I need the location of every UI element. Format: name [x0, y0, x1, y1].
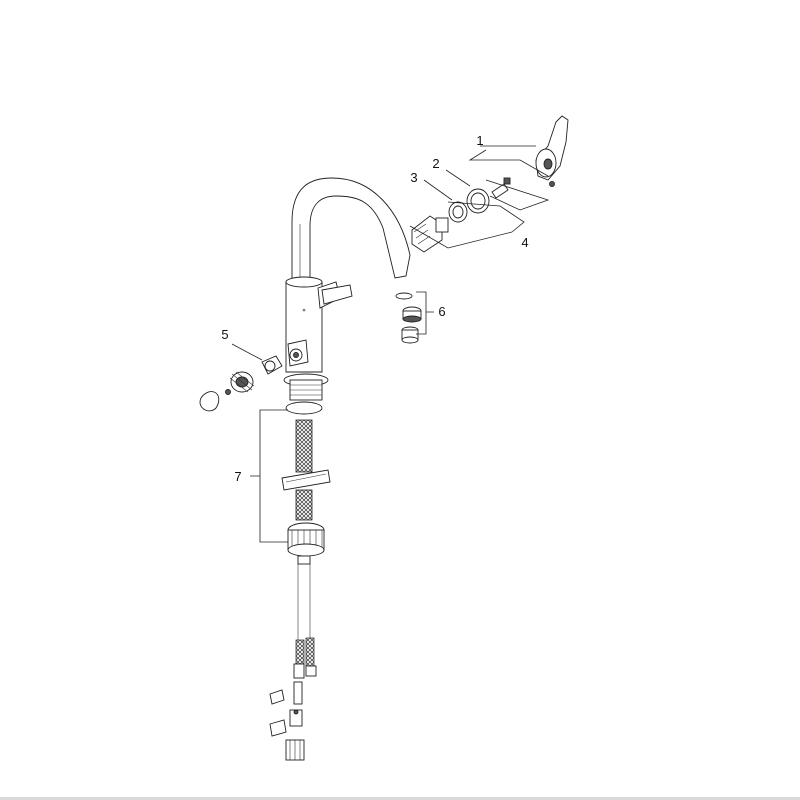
callout-1: 1	[476, 133, 483, 148]
spout	[291, 177, 411, 283]
bonnet-nut	[448, 201, 468, 223]
leader-3	[423, 179, 453, 201]
leader-5	[231, 343, 263, 361]
cartridge	[411, 215, 449, 253]
callout-4: 4	[521, 235, 528, 250]
bottom-divider	[0, 797, 800, 800]
callout-2: 2	[432, 156, 439, 171]
callout-7: 7	[234, 469, 241, 484]
side-valve	[225, 355, 283, 395]
callout-3: 3	[410, 170, 417, 185]
supply-hose	[281, 419, 331, 679]
lever-handle	[535, 115, 569, 187]
bottom-fittings	[269, 681, 305, 761]
set-screw	[491, 177, 511, 199]
leader-7	[250, 409, 288, 543]
aerator	[395, 292, 422, 344]
cap-disc	[199, 391, 220, 412]
leader-4	[409, 201, 525, 249]
escutcheon-ring	[466, 188, 490, 214]
leader-1	[468, 145, 550, 211]
callout-6: 6	[438, 304, 445, 319]
faucet-body	[283, 276, 341, 415]
leader-6	[416, 291, 434, 335]
lever-mount	[321, 284, 353, 305]
leader-2	[445, 169, 471, 187]
callout-5: 5	[221, 327, 228, 342]
